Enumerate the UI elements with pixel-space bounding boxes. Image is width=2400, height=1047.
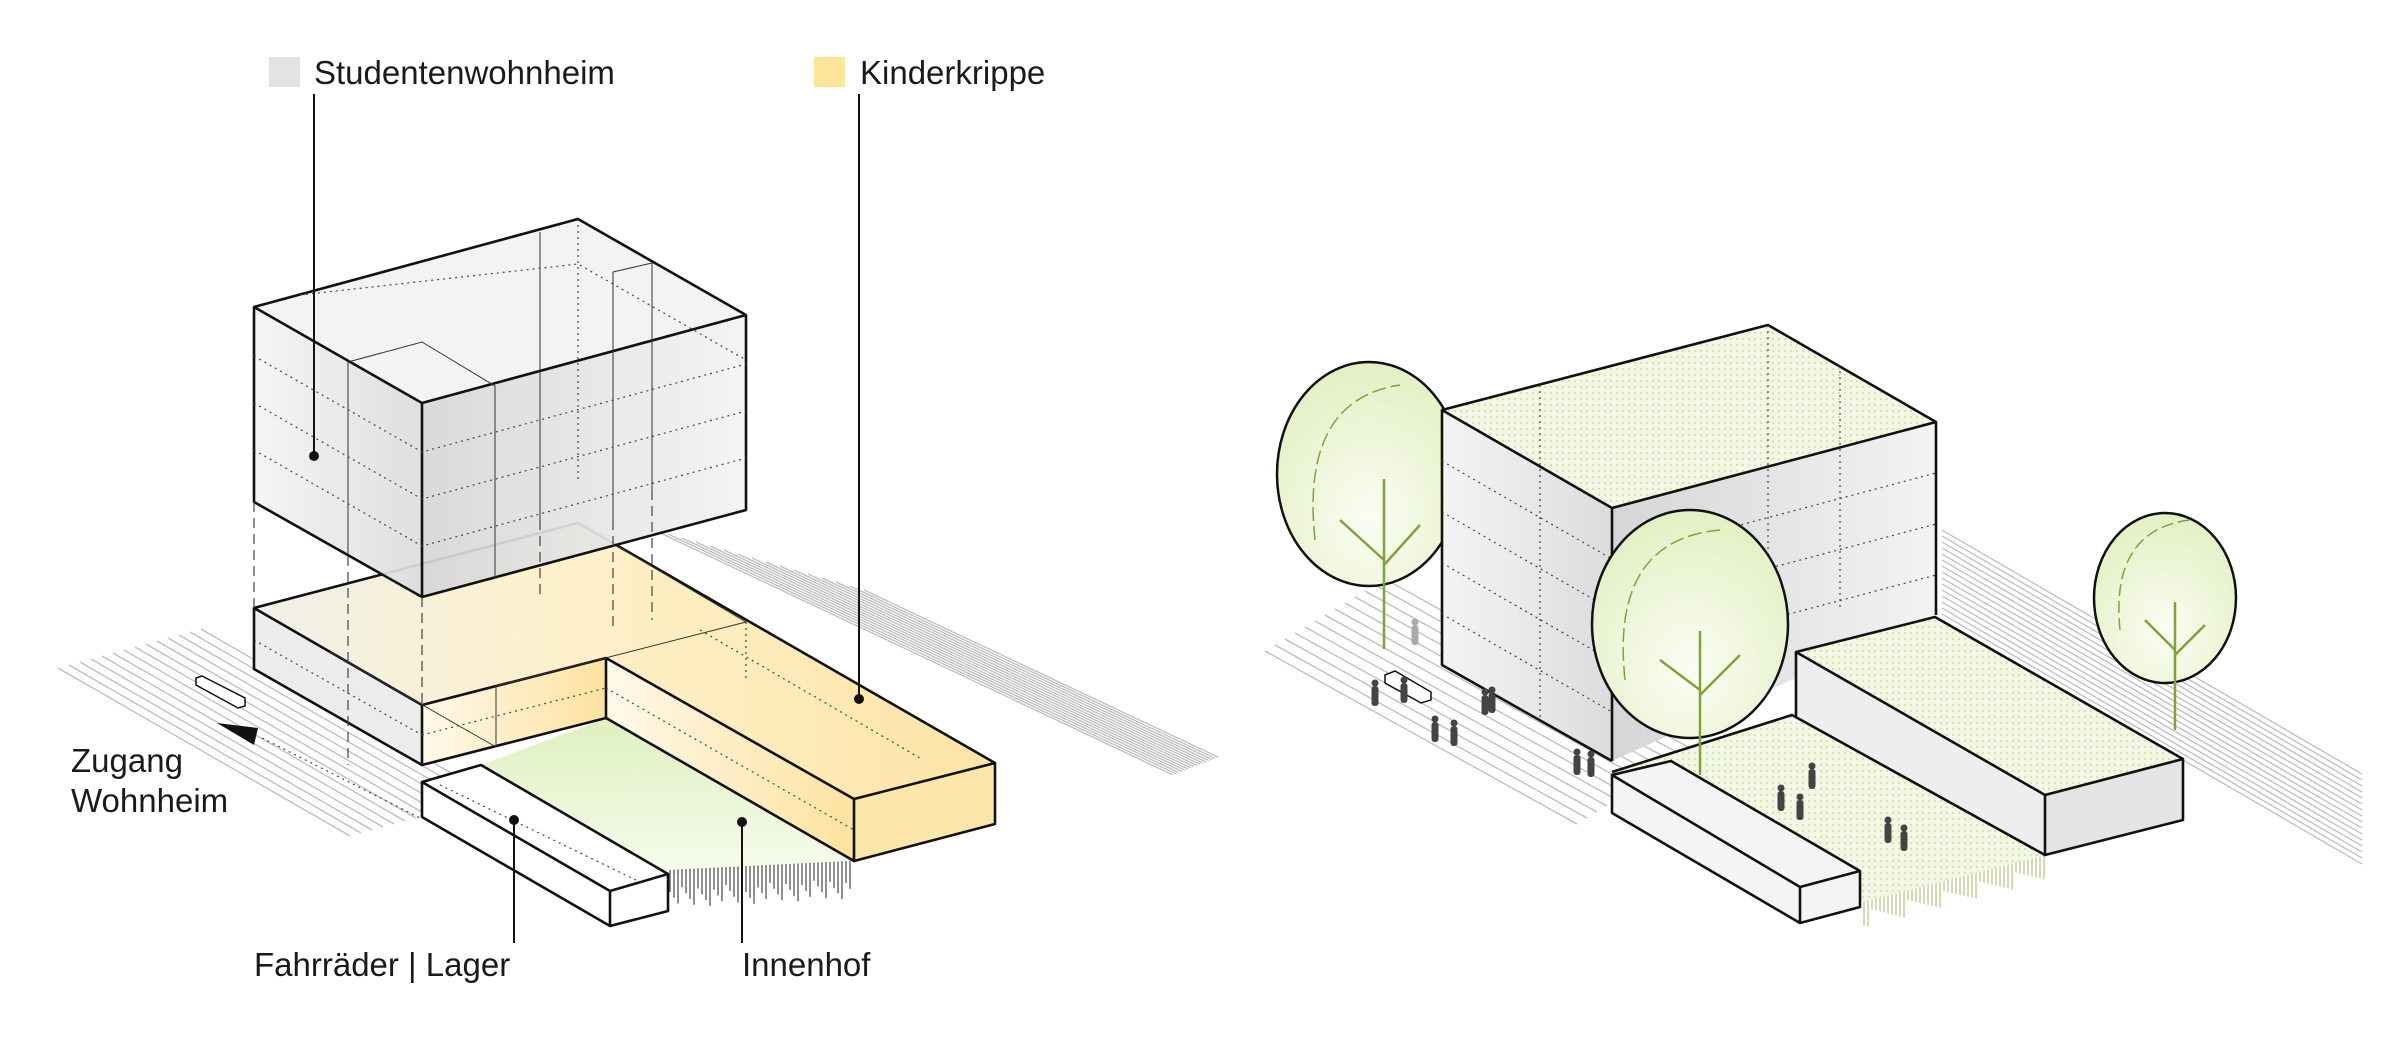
cube-roof <box>1442 325 1936 508</box>
hatch-line <box>167 637 461 807</box>
hatch-line <box>1304 626 1618 801</box>
left-axonometric <box>195 217 2045 928</box>
hatch-line <box>178 634 472 804</box>
hatch-line <box>1941 595 2363 841</box>
leader-dot <box>854 694 864 704</box>
person-icon <box>1900 824 1908 851</box>
bike-storage-box <box>422 765 668 926</box>
hatch-line <box>79 661 373 831</box>
hatch-line <box>751 557 1195 768</box>
hatch-line <box>667 533 1177 775</box>
hatch-line <box>835 581 1213 761</box>
hatch-line <box>1941 613 2363 859</box>
right-wing-top <box>1796 617 2183 795</box>
legend-swatch-nursery <box>814 57 845 87</box>
hatch-line <box>1941 601 2363 847</box>
hatch-line <box>821 577 1210 762</box>
podium-left-face <box>254 608 422 765</box>
bench <box>1384 670 1432 704</box>
label-bikes-storage: Fahrräder | Lager <box>254 946 510 983</box>
legend-label-nursery: Kinderkrippe <box>860 54 1045 91</box>
hatch-line <box>807 573 1207 763</box>
label-entrance-line2: Wohnheim <box>71 782 228 819</box>
low-box <box>1612 761 1860 923</box>
hatch-line <box>1941 589 2363 835</box>
right-wing-end <box>2045 759 2183 855</box>
person-icon <box>1573 748 1581 775</box>
person-icon <box>1400 676 1408 703</box>
person-icon <box>1371 679 1379 706</box>
leader-dot <box>309 451 319 461</box>
person-icon <box>1411 618 1419 645</box>
hatch-line <box>1294 632 1608 807</box>
hatch-line <box>1324 614 1638 789</box>
courtyard-edge-ticks <box>669 855 2045 927</box>
hatch-line <box>1941 571 2363 817</box>
legend-label-dorm: Studentenwohnheim <box>314 54 615 91</box>
person-icon <box>1488 686 1496 713</box>
hatch-line <box>134 646 428 816</box>
hatch-line <box>695 541 1183 772</box>
person-icon <box>1777 784 1785 811</box>
hatch-line <box>681 537 1180 774</box>
nursery-end-face <box>854 763 995 861</box>
hatch-line <box>1274 644 1588 819</box>
hatch-line <box>793 569 1204 764</box>
tree-middle <box>1590 508 1790 775</box>
hatch-line <box>1284 638 1598 813</box>
hatch-line <box>68 664 362 834</box>
hatch-line <box>849 585 1216 759</box>
dorm-block-top <box>254 219 746 403</box>
label-courtyard: Innenhof <box>742 946 871 983</box>
legend-swatch-dorm <box>269 57 300 87</box>
tree-right <box>2092 511 2238 730</box>
hatch-line <box>145 643 439 813</box>
hatch-line <box>112 652 406 822</box>
hatch-line <box>653 529 1174 776</box>
person-icon <box>1587 750 1595 777</box>
person-icon <box>1796 793 1804 820</box>
hatch-line <box>723 549 1189 770</box>
hatch-line <box>779 565 1201 765</box>
hatch-line <box>1941 583 2363 829</box>
hatch-line <box>737 553 1192 769</box>
hatch-line <box>1264 650 1578 825</box>
right-wing-side <box>1796 652 2045 855</box>
person-icon <box>1884 816 1892 843</box>
hatch-line <box>90 658 384 828</box>
right-axonometric <box>1275 323 2238 925</box>
hatch-line <box>57 667 351 837</box>
people-silhouettes <box>1371 618 1908 851</box>
leader-dot <box>737 817 747 827</box>
hatch-line <box>156 640 450 810</box>
hatch-line <box>765 561 1198 767</box>
courtyard-right <box>1612 715 2045 902</box>
cube-left-face <box>1442 410 1612 761</box>
podium-front-face <box>422 658 606 765</box>
nursery-inner-face <box>606 658 854 861</box>
hatch-line <box>863 589 1219 758</box>
hatch-line <box>1941 607 2363 853</box>
leader-dot <box>509 815 519 825</box>
hatch-line <box>1941 565 2363 811</box>
hatch-line <box>123 649 417 819</box>
person-icon <box>1431 715 1439 742</box>
bench-marker <box>195 675 246 709</box>
hatch-line <box>1941 577 2363 823</box>
person-icon <box>1481 688 1489 715</box>
entrance-arrow-icon <box>217 723 258 745</box>
courtyard <box>481 718 854 874</box>
hatch-line <box>709 545 1186 771</box>
person-icon <box>1808 762 1816 789</box>
person-icon <box>1450 719 1458 746</box>
label-entrance-line1: Zugang <box>71 742 183 779</box>
